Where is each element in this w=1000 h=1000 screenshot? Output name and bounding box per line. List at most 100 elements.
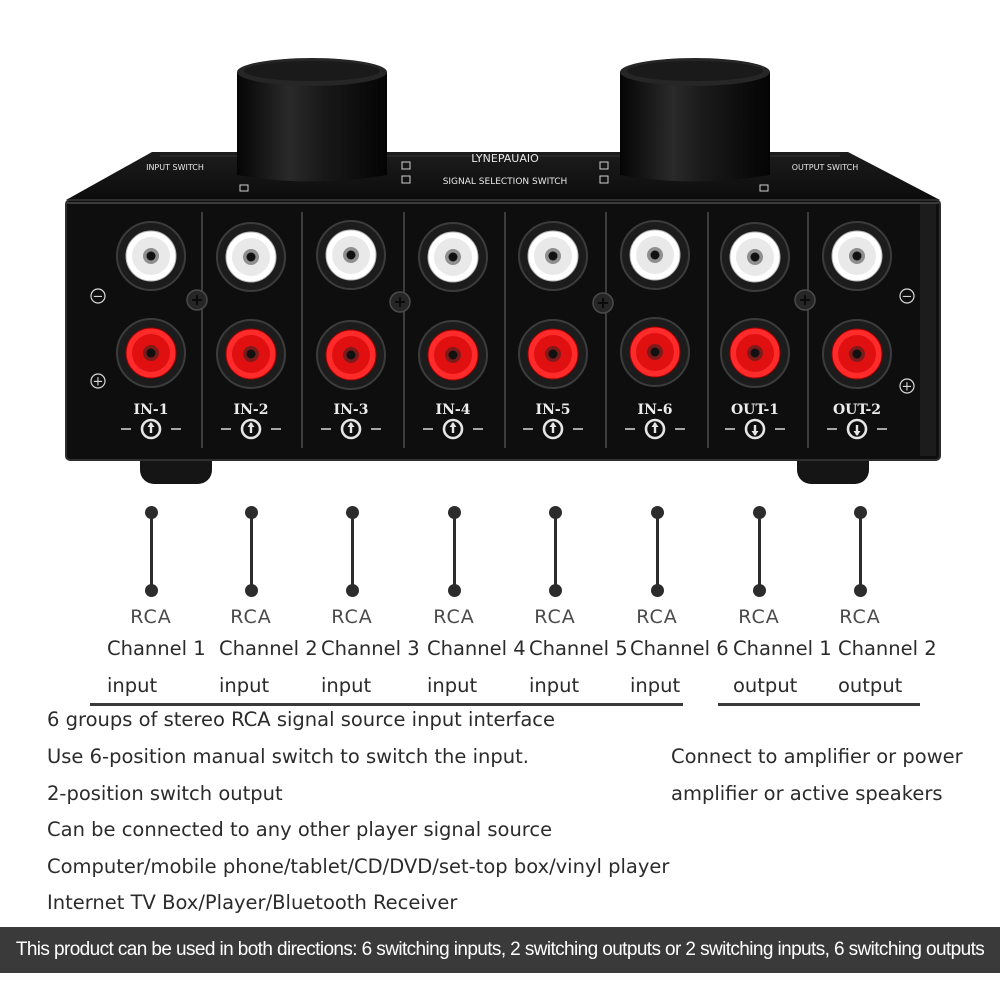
connector-dot (447, 583, 461, 597)
connector-channel: Channel 2 (838, 637, 937, 660)
output-knob[interactable] (620, 58, 770, 182)
connector-type: RCA (130, 606, 172, 628)
port-label: IN-1 (134, 402, 169, 418)
connector-dot (548, 583, 562, 597)
connector-role: input (321, 674, 372, 697)
connector-type: RCA (636, 606, 678, 628)
subtitle-text: SIGNAL SELECTION SWITCH (443, 177, 568, 187)
connector-channel: Channel 5 (529, 637, 628, 660)
connector-caption: RCA Channel 4 input (394, 606, 526, 697)
port-in-5[interactable]: IN-5 (518, 221, 588, 440)
connector-role: input (630, 674, 681, 697)
connector-channel: Channel 4 (427, 637, 526, 660)
input-switch-text: INPUT SWITCH (146, 163, 204, 172)
connector-dot (853, 583, 867, 597)
connector-line (350, 512, 354, 590)
port-in-1[interactable]: IN-1 (116, 221, 186, 440)
inputs-underline (90, 703, 683, 706)
connector-channel: Channel 3 (321, 637, 420, 660)
connector-dot (650, 583, 664, 597)
connector-dot (345, 583, 359, 597)
port-label: IN-3 (334, 402, 369, 418)
connector-role: input (107, 674, 158, 697)
connector-caption: RCA Channel 1 output (699, 606, 832, 697)
connector-dot (650, 505, 664, 519)
connector-line (249, 512, 253, 590)
connector-line (757, 512, 761, 590)
connector-dot (752, 505, 766, 519)
svg-text:−: − (93, 290, 104, 305)
svg-text:+: + (93, 375, 104, 390)
connector-channel: Channel 1 (733, 637, 832, 660)
feature-line-3: 2-position switch output (47, 782, 283, 805)
footer-banner: This product can be used in both directi… (0, 927, 1000, 973)
connector-dot (144, 505, 158, 519)
connector-type: RCA (839, 606, 881, 628)
port-label: OUT-1 (731, 402, 779, 418)
feature-line-6: Internet TV Box/Player/Bluetooth Receive… (47, 891, 458, 914)
port-out-1[interactable]: OUT-1 (720, 222, 790, 440)
connector-line (858, 512, 862, 590)
port-label: IN-4 (436, 402, 471, 418)
connector-dot (244, 583, 258, 597)
feature-line-2: Use 6-position manual switch to switch t… (47, 745, 529, 768)
audio-switch-device: LYNEPAUAIO SIGNAL SELECTION SWITCH INPUT… (65, 58, 941, 484)
port-label: IN-2 (234, 402, 269, 418)
connector-line (452, 512, 456, 590)
connector-role: input (529, 674, 580, 697)
panel-screw (592, 292, 614, 314)
panel-screw (186, 289, 208, 311)
port-out-2[interactable]: OUT-2 (822, 221, 892, 440)
input-knob[interactable] (237, 58, 387, 182)
output-switch-text: OUTPUT SWITCH (792, 163, 859, 172)
connector-dot (244, 505, 258, 519)
port-in-2[interactable]: IN-2 (216, 222, 286, 440)
connector-caption: RCA Channel 6 input (597, 606, 729, 697)
port-label: IN-5 (536, 402, 571, 418)
connector-role: output (838, 674, 903, 697)
connector-line (149, 512, 153, 590)
connector-caption: RCA Channel 2 output (800, 606, 937, 697)
connector-role: output (733, 674, 798, 697)
svg-text:+: + (902, 380, 913, 395)
connector-caption: RCA Channel 1 input (91, 606, 211, 697)
connector-channel: Channel 2 (219, 637, 318, 660)
connector-dot (447, 505, 461, 519)
output-feature-line-1: Connect to amplifier or power (671, 745, 963, 768)
connector-role: input (427, 674, 478, 697)
connector-dot (853, 505, 867, 519)
output-feature-line-2: amplifier or active speakers (671, 782, 943, 805)
port-in-4[interactable]: IN-4 (418, 222, 488, 440)
connector-type: RCA (433, 606, 475, 628)
feature-line-1: 6 groups of stereo RCA signal source inp… (47, 708, 555, 731)
connector-channel: Channel 1 (107, 637, 206, 660)
feature-line-4: Can be connected to any other player sig… (47, 818, 553, 841)
port-in-6[interactable]: IN-6 (620, 220, 690, 440)
outputs-underline (718, 703, 920, 706)
connector-caption: RCA Channel 2 input (191, 606, 318, 697)
panel-screw (794, 289, 816, 311)
brand-text: LYNEPAUAIO (471, 152, 539, 165)
port-label: IN-6 (638, 402, 673, 418)
feature-line-5: Computer/mobile phone/tablet/CD/DVD/set-… (47, 855, 670, 878)
connector-caption: RCA Channel 3 input (292, 606, 420, 697)
connector-type: RCA (534, 606, 576, 628)
panel-screw (389, 291, 411, 313)
connector-line (553, 512, 557, 590)
connector-type: RCA (738, 606, 780, 628)
footer-text: This product can be used in both directi… (15, 939, 985, 960)
connector-caption: RCA Channel 5 input (495, 606, 628, 697)
connector-dot (752, 583, 766, 597)
connector-dot (548, 505, 562, 519)
connector-dot (345, 505, 359, 519)
connector-dot (144, 583, 158, 597)
connector-type: RCA (230, 606, 272, 628)
connector-role: input (219, 674, 270, 697)
port-in-3[interactable]: IN-3 (316, 220, 386, 440)
svg-text:−: − (902, 290, 913, 305)
connector-channel: Channel 6 (630, 637, 729, 660)
port-label: OUT-2 (833, 402, 881, 418)
connector-type: RCA (331, 606, 373, 628)
connector-line (655, 512, 659, 590)
front-panel (65, 199, 941, 461)
